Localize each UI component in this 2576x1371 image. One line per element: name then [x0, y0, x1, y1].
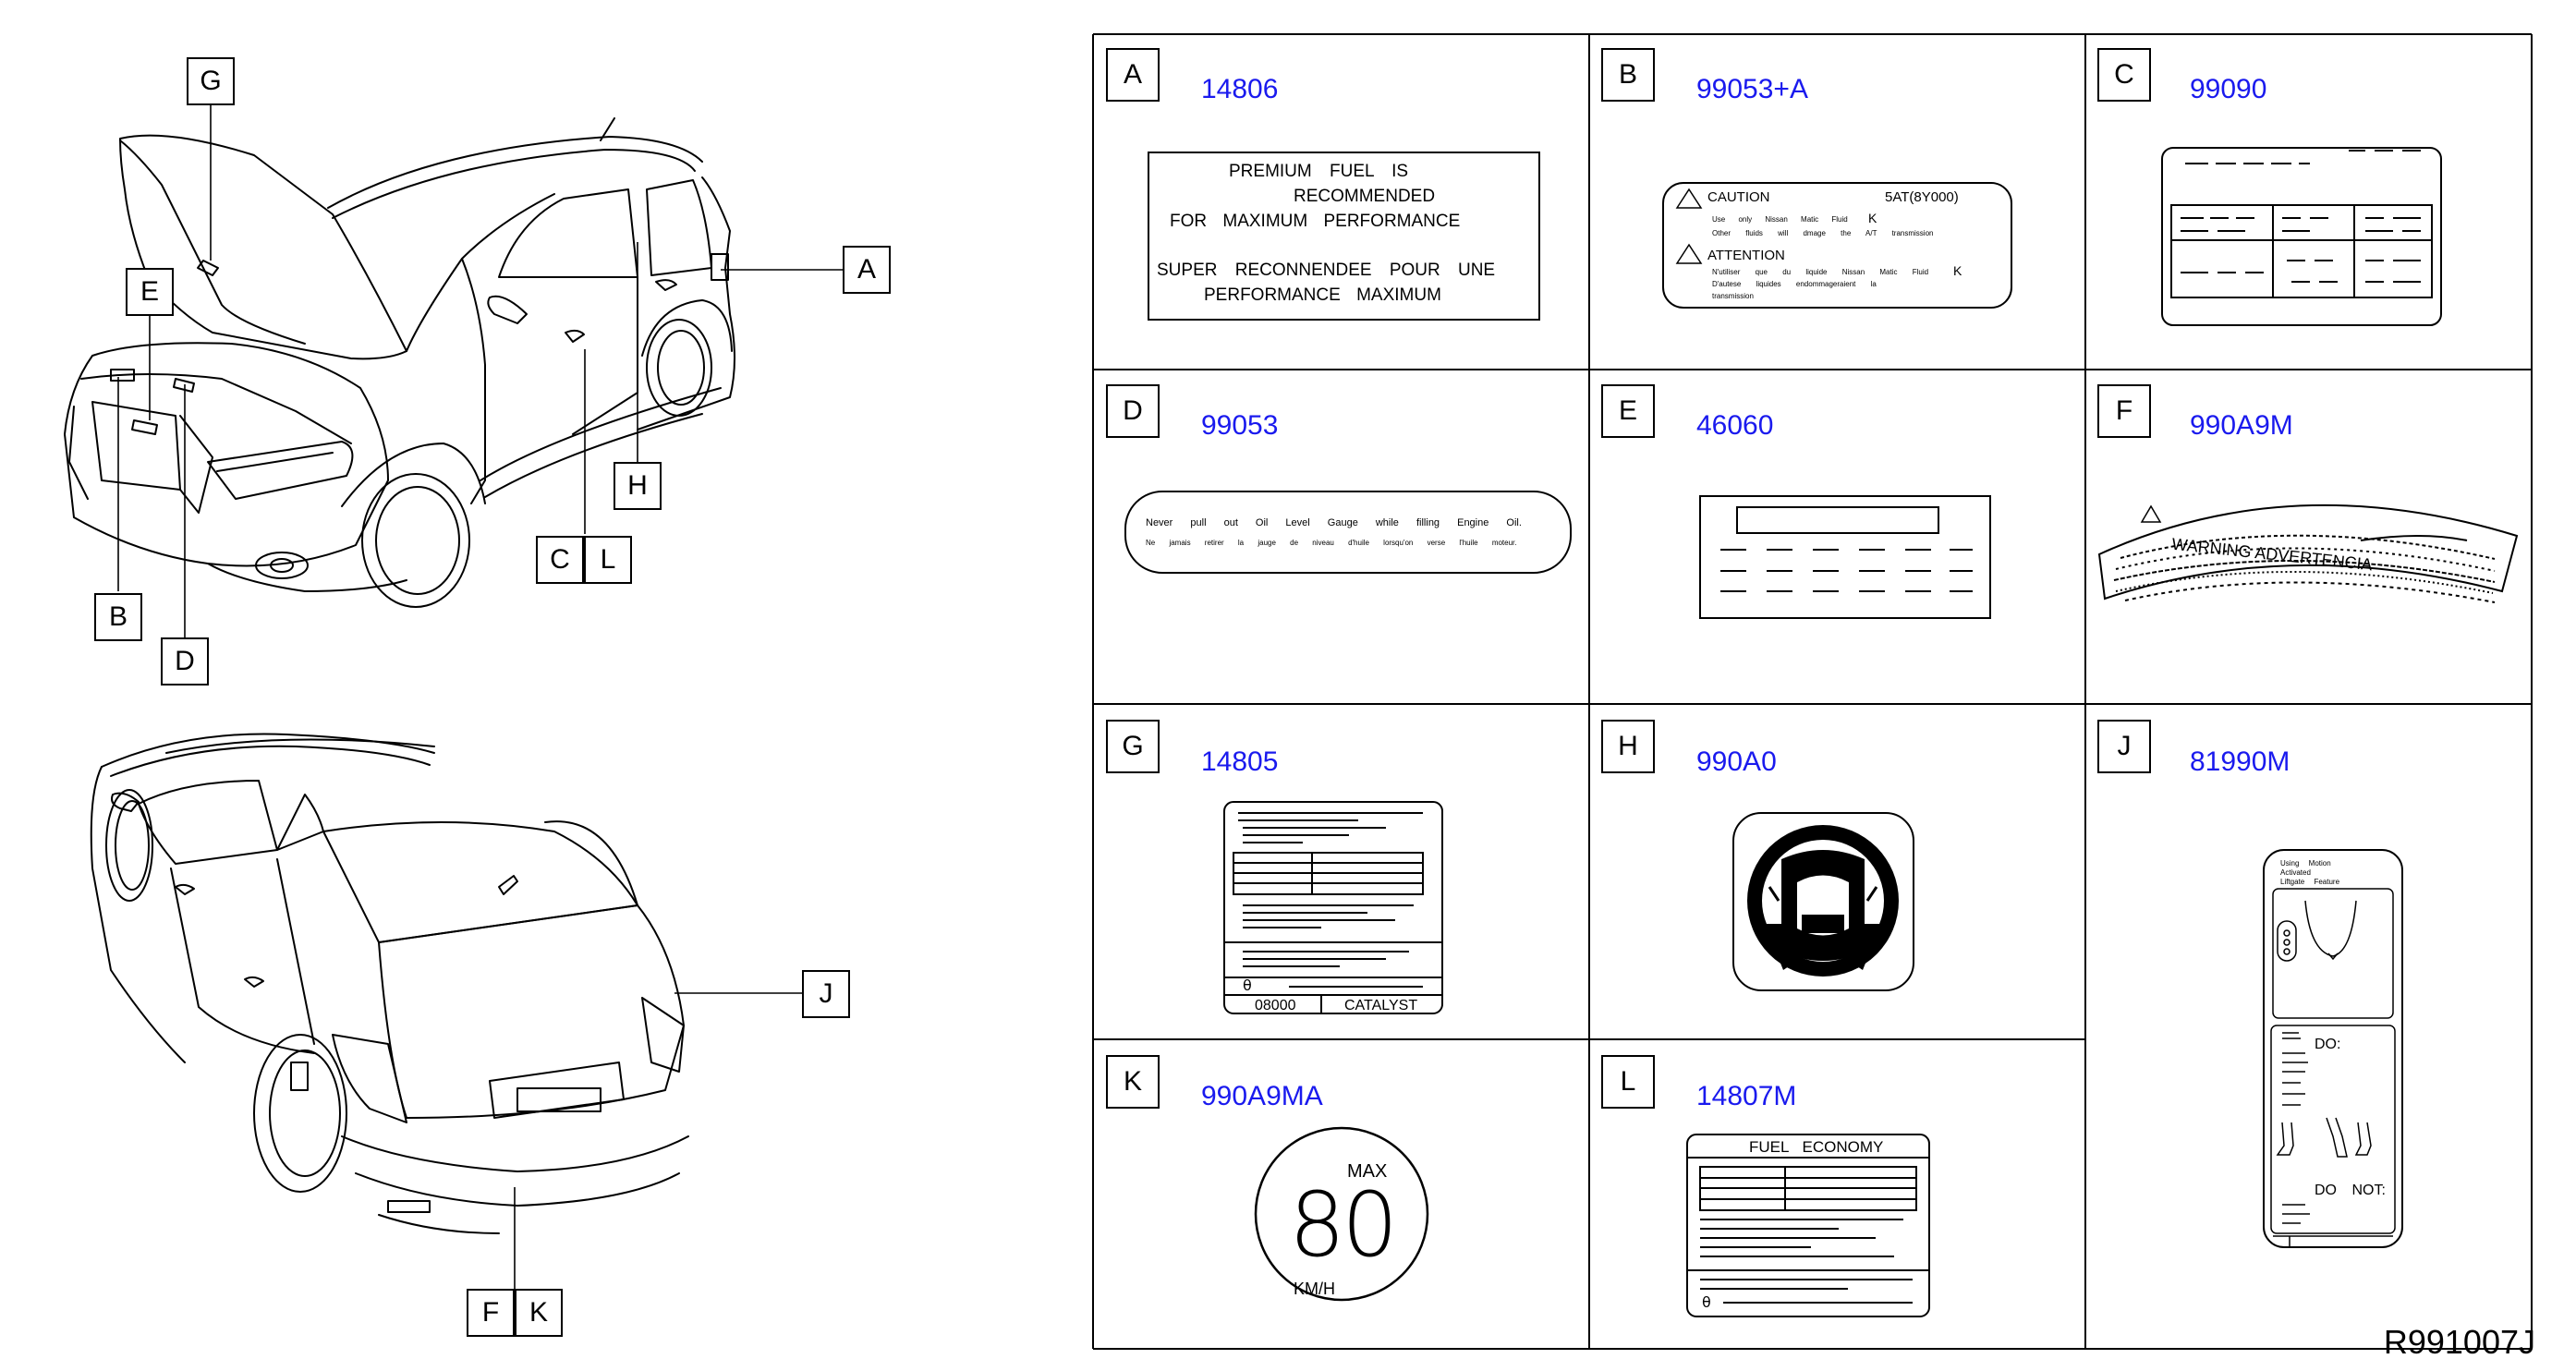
label-a-line5: PERFORMANCE MAXIMUM: [1204, 285, 1441, 305]
callout-k: K: [515, 1289, 563, 1337]
part-number-e: 46060: [1696, 410, 1774, 441]
label-c-sticker: [2161, 147, 2442, 326]
cell-letter-g: G: [1106, 720, 1160, 773]
warning-triangle-icon: [1675, 188, 1703, 209]
label-e-sticker: [1699, 495, 1991, 619]
parking-sensor-icon: [1747, 825, 1899, 977]
cell-letter-a: A: [1106, 48, 1160, 102]
label-k-unit: KM/H: [1294, 1280, 1335, 1298]
cell-letter-h: H: [1601, 720, 1655, 773]
label-a-line2: RECOMMENDED: [1294, 187, 1436, 206]
label-f-warning: WARNING ADVERTENCIA: [2170, 534, 2374, 575]
label-d-line1: Never pull out Oil Level Gauge while fil…: [1146, 517, 1522, 528]
vehicle-illustrations: [64, 103, 843, 1289]
label-b-caution-text1: Use only Nissan Matic Fluid: [1712, 215, 1848, 224]
cell-letter-c: C: [2097, 48, 2151, 102]
label-j-head2: Activated: [2280, 868, 2311, 877]
part-number-l: 14807M: [1696, 1081, 1797, 1111]
part-number-g: 14805: [1201, 746, 1279, 777]
label-d-line2: Ne jamais retirer la jauge de niveau d'h…: [1146, 539, 1517, 547]
part-number-f: 990A9M: [2190, 410, 2293, 441]
label-a-line4: SUPER RECONNENDEE POUR UNE: [1157, 261, 1496, 280]
front-view-vehicle: [64, 117, 735, 608]
label-b-caution-text2: Other fluids will dmage the A/T transmis…: [1712, 229, 1934, 237]
label-b-attention-text3: transmission: [1712, 292, 1754, 300]
cell-letter-k: K: [1106, 1055, 1160, 1109]
callout-f: F: [467, 1289, 515, 1337]
callout-c: C: [536, 536, 584, 584]
part-number-c: 99090: [2190, 74, 2267, 104]
part-number-k: 990A9MA: [1201, 1081, 1323, 1111]
warning-triangle-icon: [2140, 504, 2162, 523]
callout-b: B: [94, 593, 142, 641]
label-b-attention: ATTENTION: [1707, 248, 1785, 263]
cell-letter-d: D: [1106, 384, 1160, 438]
cell-letter-b: B: [1601, 48, 1655, 102]
callout-g: G: [187, 57, 235, 105]
label-l-sticker: [1686, 1134, 1930, 1317]
label-b-caution: CAUTION: [1707, 189, 1770, 205]
label-b-caution-k: K: [1868, 211, 1877, 225]
label-d-sticker: [1124, 491, 1572, 574]
cell-letter-l: L: [1601, 1055, 1655, 1109]
label-j-head1: Using Motion: [2280, 859, 2331, 867]
cell-letter-f: F: [2097, 384, 2151, 438]
label-a-line1: PREMIUM FUEL IS: [1229, 162, 1409, 181]
label-a-line3: FOR MAXIMUM PERFORMANCE: [1170, 212, 1461, 231]
theta-icon: θ: [1243, 977, 1252, 994]
label-h-sticker: [1732, 812, 1914, 991]
label-j-head3: Liftgate Feature: [2280, 878, 2340, 886]
label-l-title: FUEL ECONOMY: [1749, 1138, 1884, 1156]
cell-letter-e: E: [1601, 384, 1655, 438]
label-g-sticker: [1223, 801, 1443, 1014]
callout-l: L: [584, 536, 632, 584]
warning-triangle-icon: [1675, 243, 1703, 264]
part-number-j: 81990M: [2190, 746, 2290, 777]
label-j-do-not: DO NOT:: [2315, 1183, 2386, 1198]
part-number-a: 14806: [1201, 74, 1279, 104]
callout-e: E: [126, 268, 174, 316]
label-b-code: 5AT(8Y000): [1885, 189, 1959, 205]
callout-d: D: [161, 637, 209, 686]
cell-letter-j: J: [2097, 720, 2151, 773]
label-g-catalyst: CATALYST: [1344, 998, 1418, 1013]
part-number-h: 990A0: [1696, 746, 1777, 777]
label-b-attention-text2: D'autese liquides endommageraient la: [1712, 280, 1877, 288]
label-g-code: 08000: [1255, 998, 1296, 1013]
label-b-attention-k: K: [1953, 263, 1962, 278]
rear-view-vehicle: [90, 733, 689, 1234]
label-j-do: DO:: [2315, 1037, 2341, 1052]
label-k-max: MAX: [1347, 1161, 1388, 1182]
label-k-speed: 80: [1289, 1173, 1398, 1277]
label-b-attention-text1: N'utiliser que du liquide Nissan Matic F…: [1712, 268, 1929, 276]
callout-j: J: [802, 970, 850, 1018]
theta-icon: θ: [1702, 1293, 1711, 1311]
callout-a: A: [843, 246, 891, 294]
part-number-b: 99053+A: [1696, 74, 1808, 104]
callout-h: H: [614, 462, 662, 510]
part-number-d: 99053: [1201, 410, 1279, 441]
reference-code: R991007J: [2383, 1323, 2535, 1361]
